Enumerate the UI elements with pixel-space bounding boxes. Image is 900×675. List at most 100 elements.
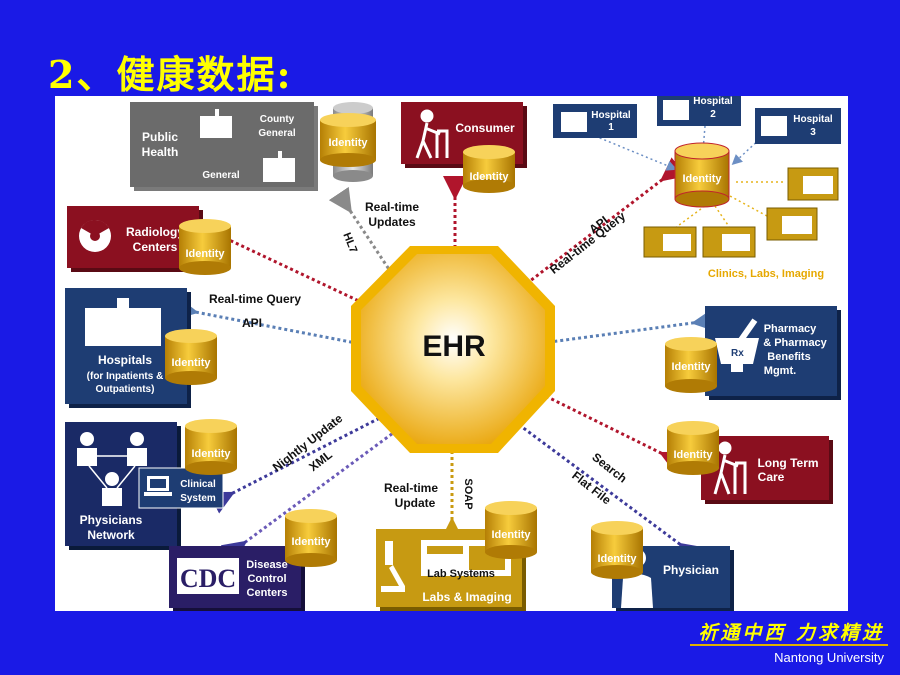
edge-label-query-api-left-1: Real-time Query bbox=[209, 292, 301, 306]
walker-person-icon bbox=[713, 441, 747, 495]
identity-disk-pharmacy: Identity bbox=[665, 337, 717, 393]
clinical-system-node: Clinical System bbox=[138, 467, 224, 509]
consumer-node: Consumer bbox=[401, 102, 527, 168]
hospital-2-line2: 2 bbox=[710, 109, 716, 120]
university-name: Nantong University bbox=[774, 650, 884, 665]
edge-hospital-hub bbox=[509, 157, 687, 297]
edge-label-realtime-update-2: Update bbox=[395, 496, 436, 510]
edge-clinic-b bbox=[729, 195, 768, 217]
hospital-1-line2: 1 bbox=[608, 122, 614, 133]
hospitals-line3: Outpatients) bbox=[96, 384, 155, 395]
identity-disk-radiology: Identity bbox=[179, 219, 231, 275]
ehr-diagram: EHR Public Health County General General… bbox=[65, 96, 841, 611]
edge-label-realtime-updates-2: Updates bbox=[368, 215, 416, 229]
identity-label: Identity bbox=[491, 529, 531, 541]
microscope-icon bbox=[381, 541, 405, 592]
public-health-node: Public Health County General General bbox=[130, 102, 318, 191]
identity-label: Identity bbox=[682, 173, 722, 185]
edge-label-query-api-left-2: API bbox=[242, 316, 262, 330]
identity-disk-physicians: Identity bbox=[185, 419, 237, 475]
edge-hospital1-hub bbox=[594, 135, 678, 171]
hospitals-line1: Hospitals bbox=[98, 353, 152, 367]
cdc-line3: Centers bbox=[247, 587, 288, 599]
edge-label-soap: SOAP bbox=[462, 478, 474, 509]
long-term-care-line2: Care bbox=[758, 470, 785, 484]
identity-disk-consumer: Identity bbox=[463, 145, 515, 193]
hospital-1-node: Hospital 1 bbox=[553, 104, 637, 138]
public-health-line1: Public bbox=[142, 130, 178, 144]
identity-label: Identity bbox=[171, 357, 211, 369]
county-general-line1: County bbox=[260, 114, 295, 125]
lab-systems-label: Lab Systems bbox=[427, 568, 495, 580]
edge-public-health bbox=[328, 186, 415, 309]
edge-label-search: Search bbox=[589, 450, 629, 486]
walker-person-icon bbox=[415, 109, 449, 159]
identity-disk-physician: Identity bbox=[591, 521, 643, 579]
hospital-3-node: Hospital 3 bbox=[755, 108, 841, 144]
identity-label: Identity bbox=[673, 449, 713, 461]
pharmacy-node: Rx Pharmacy & Pharmacy Benefits Mgmt. bbox=[705, 306, 841, 400]
edge-clinic-d bbox=[714, 205, 731, 229]
edge-label-realtime-updates-1: Real-time bbox=[365, 200, 419, 214]
identity-label: Identity bbox=[671, 361, 711, 373]
identity-label: Identity bbox=[328, 137, 368, 149]
clinic-icon-details bbox=[663, 176, 833, 251]
hospital-2-node: Hospital 2 bbox=[657, 96, 741, 126]
pharmacy-line4: Mgmt. bbox=[764, 365, 796, 377]
clinical-system-line1: Clinical bbox=[180, 479, 216, 490]
identity-disk-cdc: Identity bbox=[285, 509, 337, 567]
cdc-line1: Disease bbox=[246, 559, 288, 571]
ehr-diagram-panel: EHR Public Health County General General… bbox=[55, 96, 848, 611]
identity-label: Identity bbox=[291, 536, 331, 548]
clinical-system-line2: System bbox=[180, 493, 216, 504]
edge-label-realtime-update-1: Real-time bbox=[384, 481, 438, 495]
edge-label-xml: XML bbox=[306, 448, 335, 475]
radiology-line1: Radiology bbox=[126, 225, 184, 239]
hospitals-line2: (for Inpatients & bbox=[87, 371, 164, 382]
identity-disk-labs: Identity bbox=[485, 501, 537, 559]
identity-label: Identity bbox=[185, 248, 225, 260]
ehr-center: EHR bbox=[351, 246, 555, 453]
edge-clinic-c bbox=[674, 205, 706, 229]
pharmacy-line1: Pharmacy bbox=[764, 323, 817, 335]
public-health-line2: Health bbox=[142, 145, 179, 159]
building-icon bbox=[263, 151, 295, 182]
edge-label-query-api-top-1: Real-time Query bbox=[547, 209, 628, 277]
rx-symbol: Rx bbox=[731, 348, 744, 359]
mortar-pestle-icon bbox=[715, 318, 759, 372]
cdc-line2: Control bbox=[247, 573, 286, 585]
ehr-label: EHR bbox=[422, 330, 486, 363]
edge-label-hl7: HL7 bbox=[340, 231, 359, 255]
county-general-line2: General bbox=[258, 128, 295, 139]
hospital-3-line1: Hospital bbox=[793, 114, 833, 125]
physicians-network-line2: Network bbox=[87, 528, 135, 542]
cdc-node: CDC Disease Control Centers bbox=[169, 546, 305, 611]
consumer-label: Consumer bbox=[455, 121, 515, 135]
general-label: General bbox=[202, 170, 239, 181]
radiation-icon bbox=[79, 219, 111, 252]
hospital-1-line1: Hospital bbox=[591, 110, 631, 121]
university-motto: 祈通中西 力求精进 bbox=[698, 622, 884, 644]
doctors-icon bbox=[77, 432, 147, 506]
hospital-building-icon bbox=[85, 298, 161, 346]
hospitals-node: Hospitals (for Inpatients & Outpatients) bbox=[65, 288, 191, 408]
physician-label: Physician bbox=[663, 563, 719, 577]
identity-label: Identity bbox=[191, 448, 231, 460]
identity-disk-public-health: Identity bbox=[320, 102, 376, 182]
physicians-network-line1: Physicians bbox=[80, 513, 143, 527]
pharmacy-line2: & Pharmacy bbox=[763, 337, 827, 349]
long-term-care-node: Long Term Care bbox=[701, 436, 833, 504]
building-icon bbox=[200, 109, 232, 138]
cdc-logo bbox=[177, 558, 239, 594]
identity-disk-hospitals: Identity bbox=[165, 329, 217, 385]
motto-divider bbox=[690, 644, 888, 646]
pharmacy-line3: Benefits bbox=[767, 351, 810, 363]
hospital-3-line2: 3 bbox=[810, 127, 816, 138]
hospital-2-line1: Hospital bbox=[693, 96, 733, 107]
clinics-caption: Clinics, Labs, Imaging bbox=[708, 268, 824, 280]
identity-label: Identity bbox=[597, 553, 637, 565]
identity-disk-long-term: Identity bbox=[667, 421, 719, 475]
identity-label: Identity bbox=[469, 171, 509, 183]
physicians-network-node: Physicians Network bbox=[65, 422, 181, 550]
cdc-logo-text: CDC bbox=[180, 564, 236, 593]
